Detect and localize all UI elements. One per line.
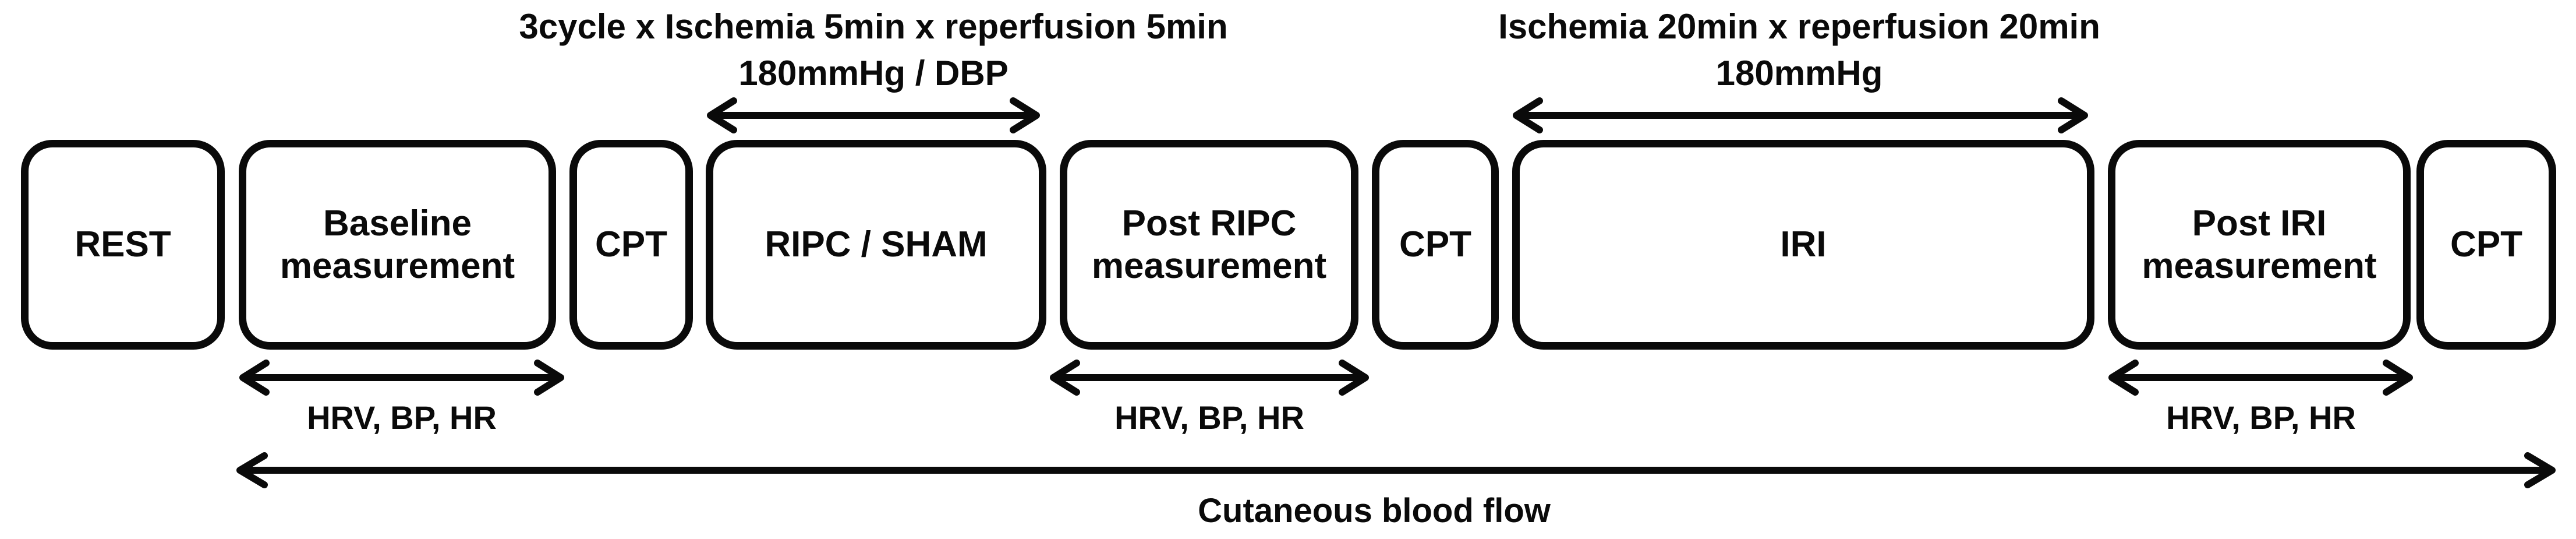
ripc-protocol-annotation-line2: 180mmHg / DBP <box>738 54 1009 93</box>
stage-label: IRI <box>1780 224 1827 265</box>
stage-label: Baseline measurement <box>279 203 515 286</box>
stage-label: RIPC / SHAM <box>765 224 988 265</box>
stage-label: CPT <box>595 224 667 265</box>
ripc-protocol-annotation-line1: 3cycle x Ischemia 5min x reperfusion 5mi… <box>519 7 1228 46</box>
stage-box-cpt-1: CPT <box>569 140 693 350</box>
iri-protocol-annotation-line1: Ischemia 20min x reperfusion 20min <box>1498 7 2100 46</box>
ripc-duration-arrow <box>707 97 1040 133</box>
post-iri-measurement-arrow <box>2108 360 2413 396</box>
stage-box-iri: IRI <box>1512 140 2094 350</box>
baseline-measurement-arrow <box>239 360 564 396</box>
stage-label: Post IRI measurement <box>2142 203 2377 286</box>
stage-box-rest: REST <box>21 140 225 350</box>
stage-box-cpt-3: CPT <box>2416 140 2556 350</box>
stage-box-ripc-sham: RIPC / SHAM <box>706 140 1046 350</box>
stage-label: CPT <box>2450 224 2522 265</box>
stage-box-baseline-measurement: Baseline measurement <box>239 140 556 350</box>
stage-label: CPT <box>1399 224 1471 265</box>
hrv-bp-hr-label-post-ripc: HRV, BP, HR <box>1114 399 1304 436</box>
stage-box-cpt-2: CPT <box>1372 140 1499 350</box>
iri-duration-arrow <box>1513 97 2088 133</box>
hrv-bp-hr-label-post-iri: HRV, BP, HR <box>2166 399 2356 436</box>
stage-box-post-iri-measurement: Post IRI measurement <box>2108 140 2411 350</box>
cutaneous-blood-flow-label: Cutaneous blood flow <box>1198 492 1551 530</box>
iri-protocol-annotation: Ischemia 20min x reperfusion 20min 180mm… <box>1498 3 2100 97</box>
iri-protocol-annotation-line2: 180mmHg <box>1715 54 1883 93</box>
stage-label: REST <box>75 224 171 265</box>
ripc-protocol-annotation: 3cycle x Ischemia 5min x reperfusion 5mi… <box>519 3 1227 97</box>
cutaneous-blood-flow-arrow <box>236 452 2556 488</box>
stage-box-post-ripc-measurement: Post RIPC measurement <box>1060 140 1358 350</box>
post-ripc-measurement-arrow <box>1050 360 1369 396</box>
hrv-bp-hr-label-baseline: HRV, BP, HR <box>307 399 497 436</box>
stage-label: Post RIPC measurement <box>1091 203 1327 286</box>
